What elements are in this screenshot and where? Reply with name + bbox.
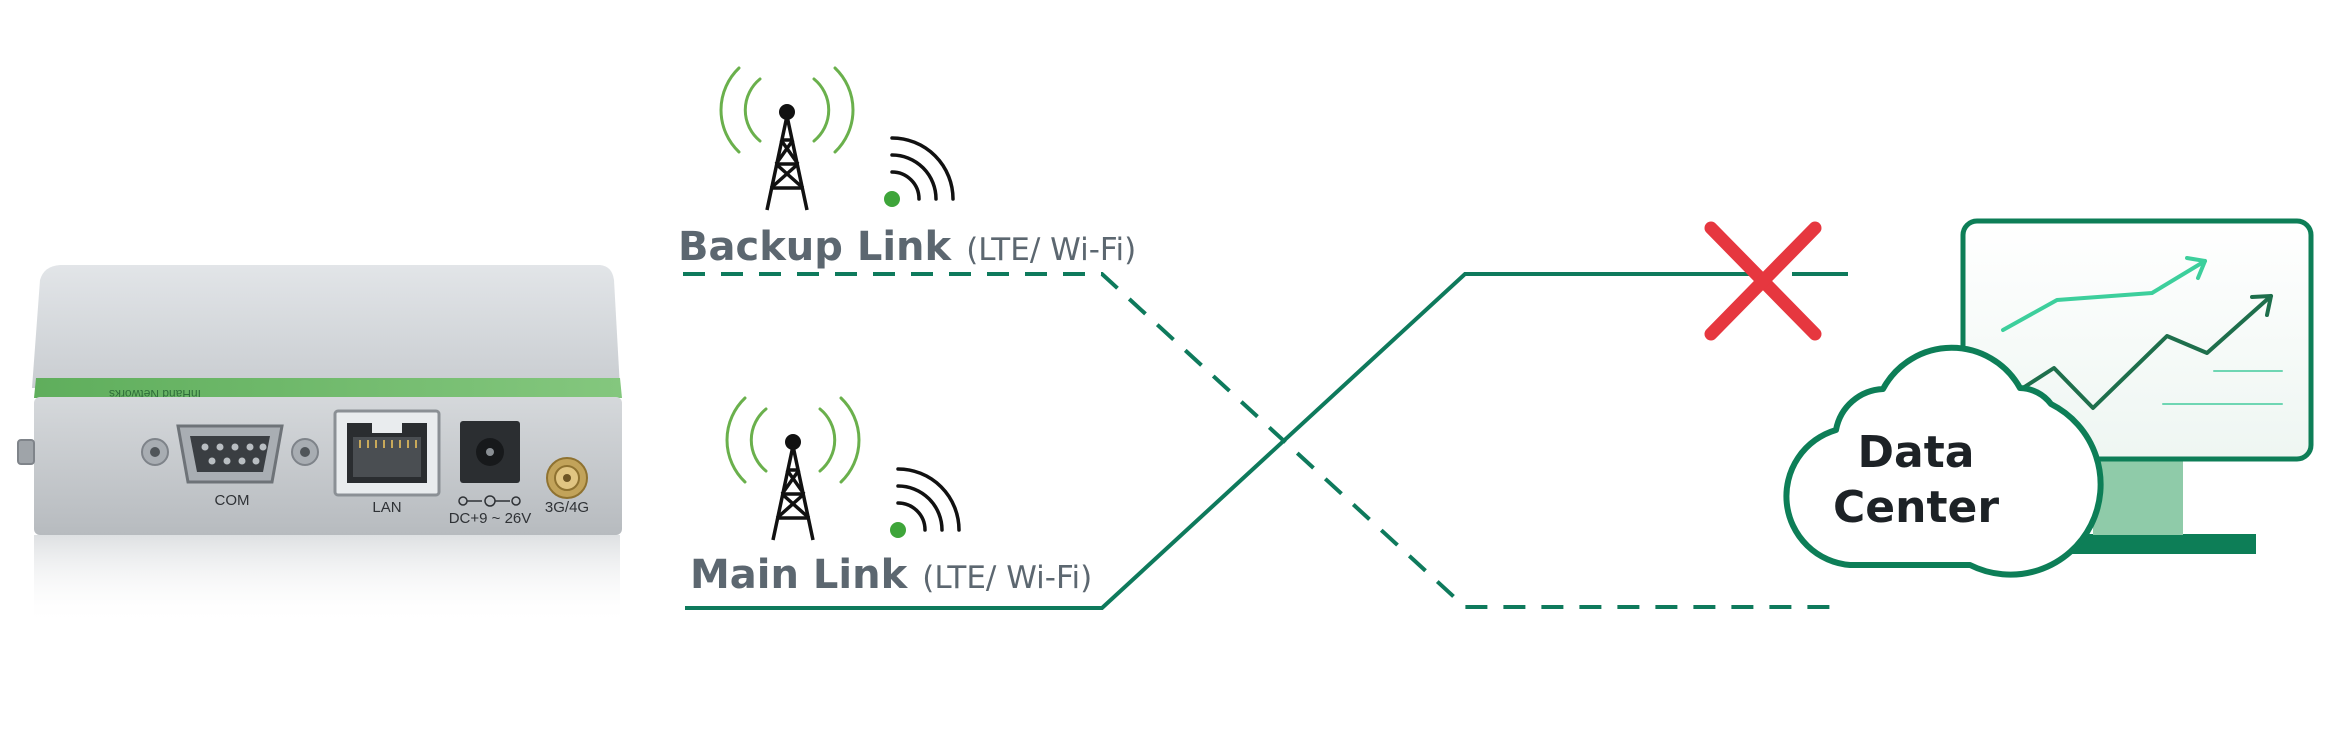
- router-top-panel: [32, 265, 620, 388]
- failure-x-icon: [1704, 221, 1822, 341]
- lan-port: LAN: [333, 409, 441, 516]
- router-side-screw: [17, 439, 35, 465]
- antenna-connector: 3G/4G: [545, 457, 589, 516]
- router-green-stripe: [34, 378, 622, 398]
- data-center-label: Center: [1833, 482, 1999, 533]
- cell-tower-icon: [719, 66, 855, 211]
- wifi-signal-icon: [884, 136, 955, 207]
- main-link-line: [685, 272, 1760, 610]
- router-reflection: [34, 535, 620, 625]
- antenna-label: 3G/4G: [545, 499, 589, 516]
- router-device: InHand Networks COM: [17, 265, 622, 625]
- cell-tower-icon: [725, 396, 861, 541]
- router-front-panel: [34, 397, 622, 535]
- monitor-chart-lines: [1996, 256, 2283, 410]
- cloud-icon: [1783, 344, 2104, 578]
- main-link-label: Main Link (LTE/ Wi-Fi): [690, 552, 1092, 598]
- data-center-label: Data: [1858, 427, 1975, 478]
- backup-link-subtitle: (LTE/ Wi-Fi): [966, 232, 1136, 268]
- backup-link-title: Backup Link: [678, 224, 953, 270]
- backup-link-label: Backup Link (LTE/ Wi-Fi): [678, 224, 1136, 270]
- monitor-stand-neck: [2093, 455, 2183, 535]
- lan-port-label: LAN: [372, 499, 401, 516]
- power-jack: DC+9 ~ 26V: [449, 421, 532, 527]
- com-port: COM: [141, 424, 319, 509]
- polarity-symbol: [458, 495, 521, 507]
- wifi-signal-icon: [890, 467, 961, 538]
- power-jack-label: DC+9 ~ 26V: [449, 510, 532, 527]
- com-port-label: COM: [215, 492, 250, 509]
- main-link-subtitle: (LTE/ Wi-Fi): [922, 560, 1092, 596]
- main-link-title: Main Link: [690, 552, 909, 598]
